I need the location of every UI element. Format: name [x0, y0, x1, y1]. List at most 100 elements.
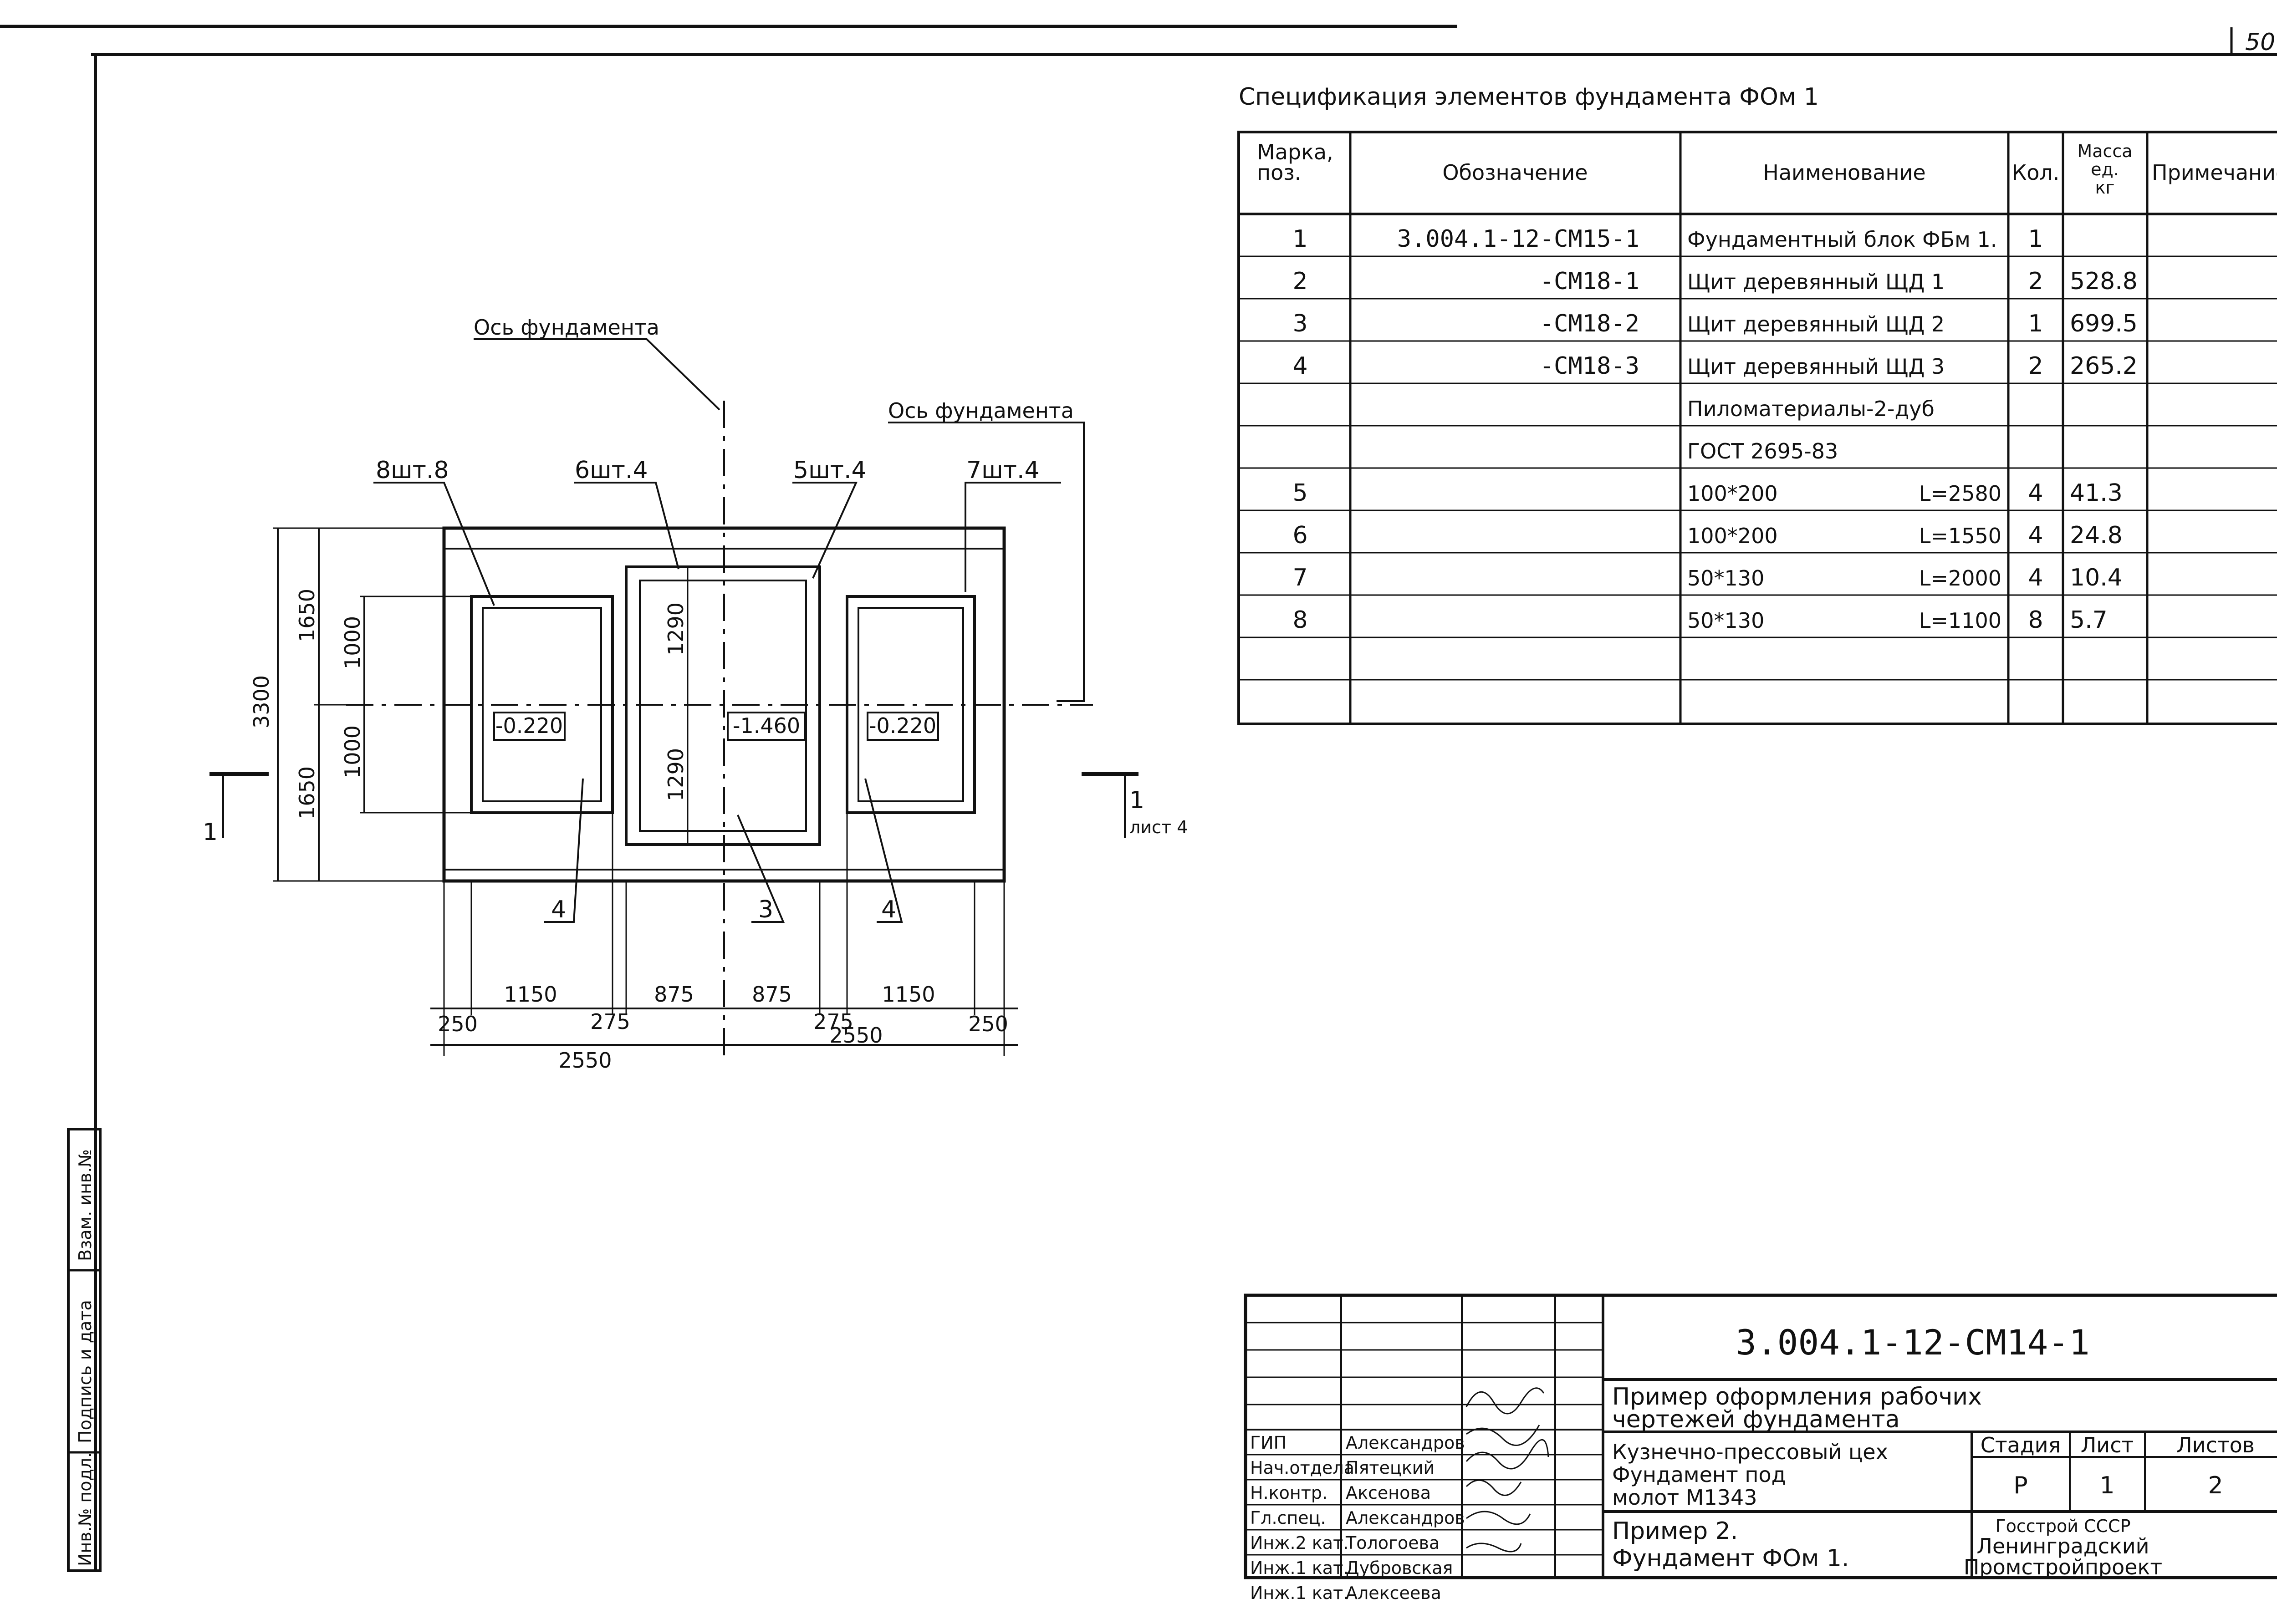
level-right: -0.220 [869, 713, 936, 738]
spec-cell-mark: 4 [1292, 352, 1307, 380]
spec-cell-name: 50*130 [1687, 608, 1764, 633]
tb-person-name: Александров [1346, 1433, 1465, 1453]
list-item: Н.контр. Аксенова [1250, 1483, 1431, 1503]
spec-cell-qty: 4 [2028, 522, 2043, 549]
dim-h-half-right: 2550 [829, 1023, 883, 1048]
dim-h-gap-right: 275 [813, 1009, 853, 1034]
spec-cell-name: Фундаментный блок ФБм 1. [1687, 227, 1997, 252]
callout-7: 7шт.4 [966, 457, 1040, 484]
spec-cell-name: 50*130 [1687, 566, 1764, 591]
tb-person-role: Нач.отдела [1250, 1458, 1354, 1478]
dim-inner-bottom: 1000 [340, 725, 365, 779]
spec-cell-mass: 24.8 [2070, 522, 2123, 549]
spec-cell-name: Щит деревянный ЩД 1 [1687, 270, 1945, 294]
spec-cell-qty: 1 [2028, 225, 2043, 253]
spec-cell-mark: 6 [1292, 522, 1307, 549]
dim-center-top: 1290 [664, 602, 688, 656]
dim-h-875-right: 875 [752, 982, 792, 1007]
dim-h-edge-left: 250 [438, 1012, 478, 1036]
tb-org-2: Ленинградский [1976, 1534, 2149, 1558]
hdr-qty: Кол. [2012, 160, 2060, 185]
spec-cell-designation: 3.004.1-12-СМ15-1 [1397, 225, 1639, 253]
hdr-note: Примечание [2152, 160, 2277, 185]
tb-person-role: Инж.1 кат. [1250, 1583, 1348, 1603]
spec-cell-name: 100*200 [1687, 481, 1778, 506]
section-right: 1 [1129, 787, 1144, 814]
table-row: 1 3.004.1-12-СМ15-1 Фундаментный блок ФБм … [1292, 225, 2043, 253]
tb-heading-2: чертежей фундамента [1612, 1406, 1900, 1433]
spec-cell-length: L=2580 [1919, 481, 2001, 506]
tb-sheet-label: Лист [2081, 1433, 2134, 1457]
tb-person-role: Инж.1 кат. [1250, 1558, 1348, 1578]
spec-cell-mass: 528.8 [2070, 268, 2138, 295]
tb-example-2: Фундамент ФОм 1. [1612, 1545, 1849, 1572]
foundation-plan [209, 338, 1138, 1061]
level-left: -0.220 [495, 713, 563, 738]
tb-person-name: Тологоева [1345, 1533, 1440, 1553]
spec-table: 1 3.004.1-12-СМ15-1 Фундаментный блок ФБм … [1237, 131, 2277, 725]
callout-6: 6шт.4 [575, 457, 648, 484]
spec-cell-mark: 7 [1292, 564, 1307, 591]
tb-code: 3.004.1-12-СМ14-1 [1736, 1322, 2090, 1363]
page-number: 50 [2245, 29, 2275, 56]
dim-top-half: 1650 [295, 589, 319, 642]
tb-person-name: Дубровская [1346, 1558, 1453, 1578]
spec-cell-designation: -СМ18-3 [1540, 352, 1639, 380]
tb-person-role: Н.контр. [1250, 1483, 1327, 1503]
tb-object-3: молот М1343 [1612, 1485, 1757, 1510]
list-item: Инж.1 кат.Алексеева [1250, 1583, 1441, 1603]
spec-cell-designation: -СМ18-1 [1540, 268, 1639, 295]
tb-sheet: 1 [2099, 1472, 2114, 1499]
hdr-mass-2: ед. [2091, 159, 2119, 179]
tb-person-role: ГИП [1250, 1433, 1287, 1453]
dim-h-875-left: 875 [654, 982, 694, 1007]
axis-label-2: Ось фундамента [888, 398, 1074, 423]
dim-h-1150-left: 1150 [504, 982, 557, 1007]
hdr-name: Наименование [1763, 160, 1925, 185]
level-center: -1.460 [733, 713, 800, 738]
spec-cell-mass: 699.5 [2070, 310, 2138, 337]
stamp-inv: Инв.№ подл. [75, 1452, 95, 1566]
spec-cell-qty: 8 [2028, 606, 2043, 634]
pos-right: 4 [881, 896, 896, 923]
pos-left: 4 [551, 896, 566, 923]
tb-person-name: Пятецкий [1346, 1458, 1435, 1478]
spec-cell-name: Щит деревянный ЩД 2 [1687, 312, 1945, 336]
pos-center: 3 [758, 896, 773, 923]
list-item: ГИП Александров [1250, 1433, 1465, 1453]
hdr-mass-1: Масса [2077, 141, 2132, 161]
section-left: 1 [203, 819, 218, 846]
list-item: Инж.2 кат.Тологоева [1250, 1533, 1440, 1553]
hdr-mass-3: кг [2095, 178, 2115, 198]
spec-cell-qty: 2 [2028, 352, 2043, 380]
tb-person-role: Инж.2 кат. [1250, 1533, 1348, 1553]
callout-5: 5шт.4 [793, 457, 867, 484]
tb-person-name: Александров [1346, 1508, 1465, 1528]
sheet-frame: 50 [0, 25, 2277, 1571]
dim-center-bottom: 1290 [664, 748, 688, 801]
dim-bottom-half: 1650 [295, 766, 319, 820]
tb-person-name: Аксенова [1346, 1483, 1431, 1503]
spec-cell-mass: 5.7 [2070, 606, 2108, 634]
spec-cell-length: L=1550 [1919, 524, 2001, 548]
spec-cell-mark: 1 [1292, 225, 1307, 253]
tb-stage-label: Стадия [1981, 1433, 2061, 1457]
spec-cell-qty: 2 [2028, 268, 2043, 295]
dim-inner-top: 1000 [340, 616, 365, 669]
spec-cell-designation: -СМ18-2 [1540, 310, 1639, 337]
spec-cell-qty: 4 [2028, 564, 2043, 591]
spec-cell-qty: 1 [2028, 310, 2043, 337]
spec-cell-name: Щит деревянный ЩД 3 [1687, 354, 1945, 379]
tb-person-role: Гл.спец. [1250, 1508, 1326, 1528]
table-row: ГОСТ 2695-83 [1687, 439, 1838, 463]
stamp-replace: Взам. инв.№ [75, 1149, 95, 1261]
spec-cell-mass: 41.3 [2070, 479, 2123, 507]
tb-sheets-label: Листов [2176, 1433, 2255, 1457]
spec-cell-name: Пиломатериалы-2-дуб [1687, 397, 1935, 421]
dim-h-half-left: 2550 [558, 1048, 612, 1073]
